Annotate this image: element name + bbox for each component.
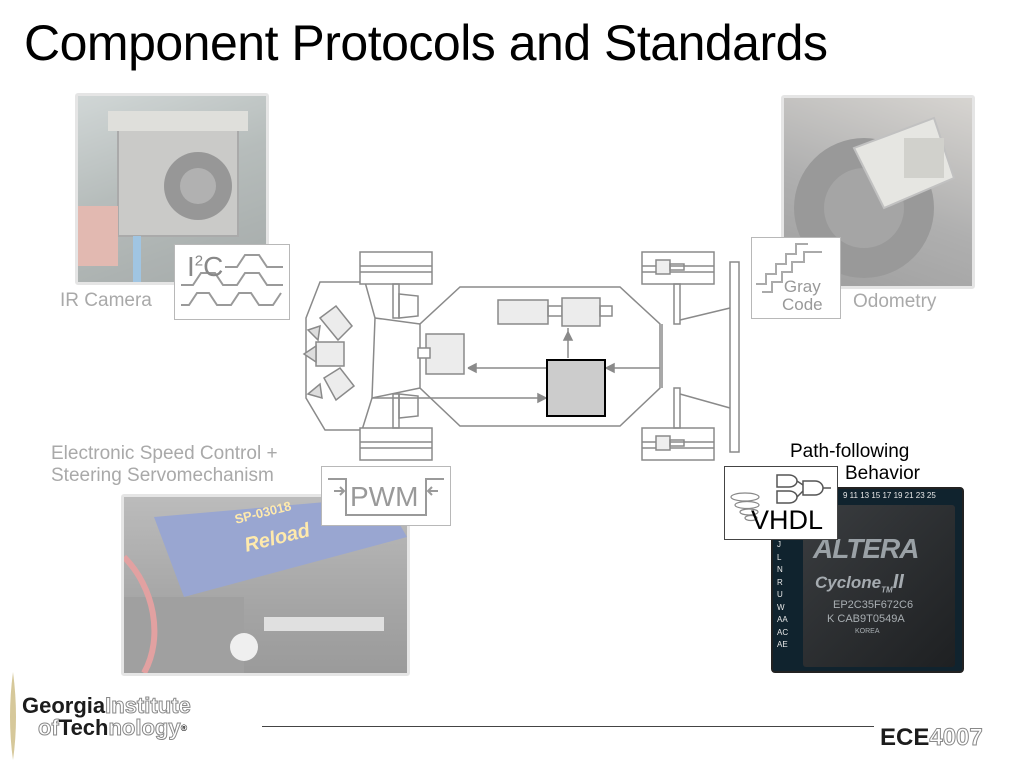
rear-left-wheel	[641, 251, 715, 285]
course-label: ECE4007	[880, 724, 983, 752]
vehicle-block-diagram	[302, 251, 740, 461]
motor-block-2	[561, 297, 601, 327]
ir-camera-photo	[75, 93, 269, 285]
path-following-label-line1: Path-following	[790, 441, 910, 462]
path-following-label-line2: Behavior	[845, 463, 920, 484]
logic-gates-icon	[730, 474, 831, 522]
fpga-pin-numbers: 9 11 13 15 17 19 21 23 25	[843, 491, 936, 500]
vhdl-protocol-box: VHDL	[724, 466, 838, 540]
chip-origin: KOREA	[855, 628, 880, 635]
gray-code-label: Gray Code	[782, 277, 823, 314]
chip-part-number: EP2C35F672C6	[833, 599, 914, 611]
gatech-logo: GeorgiaInstitute ofTechnology®	[22, 693, 191, 740]
front-right-wheel	[359, 427, 433, 461]
gatech-logo-flame	[8, 672, 18, 760]
camera-illustration	[78, 111, 248, 282]
rear-right-wheel	[641, 427, 715, 461]
controller-block	[546, 359, 606, 417]
i2c-waveform-icon	[181, 254, 283, 306]
esc-label-line2: Steering Servomechanism	[51, 465, 274, 486]
odometry-photo	[781, 95, 975, 289]
i2c-label: I2C	[187, 251, 224, 282]
rear-bumper	[729, 261, 740, 453]
pwm-label: PWM	[350, 481, 419, 512]
cyclone-logo: CycloneTMII	[815, 571, 904, 595]
vhdl-label: VHDL	[751, 505, 824, 535]
i2c-protocol-box: I2C	[174, 244, 290, 320]
pwm-protocol-box: PWM	[321, 466, 451, 526]
pwm-waveform-icon	[328, 478, 444, 516]
front-left-wheel	[359, 251, 433, 285]
motor-block-1	[497, 299, 549, 325]
gray-code-waveform-icon	[756, 243, 822, 293]
fpga-pin-letters: J L N R U W AA AC AE	[777, 540, 789, 649]
steering-servo-block	[425, 333, 465, 375]
gray-code-protocol-box: Gray Code	[751, 237, 841, 319]
ir-camera-label: IR Camera	[60, 290, 152, 311]
slide-title: Component Protocols and Standards	[24, 15, 828, 71]
esc-label-line1: Electronic Speed Control +	[51, 443, 278, 464]
odometry-label: Odometry	[853, 291, 937, 312]
chip-lot-code: K CAB9T0549A	[827, 613, 905, 625]
footer-divider	[262, 726, 874, 727]
chassis-body	[419, 286, 661, 427]
